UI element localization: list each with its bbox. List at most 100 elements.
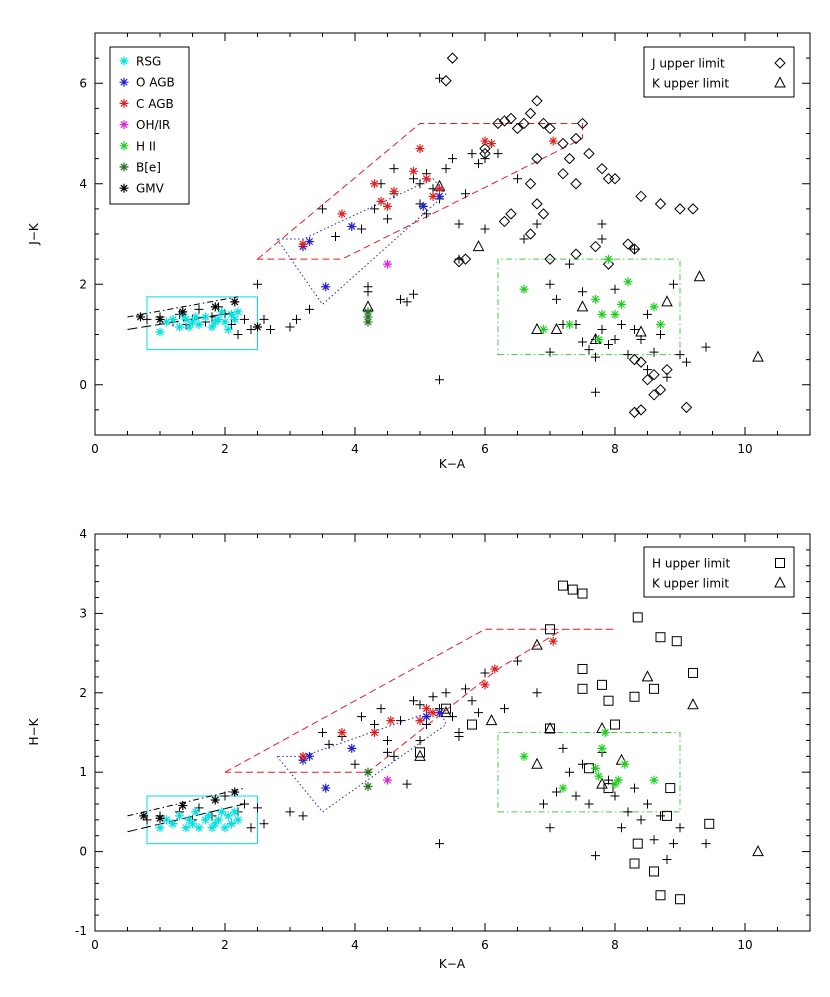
top-point-plus <box>467 149 477 159</box>
top-x-tick-label: 2 <box>221 442 229 456</box>
bottom-point-square <box>632 838 643 849</box>
top-point-triangle <box>550 322 563 334</box>
top-point-plus <box>474 159 483 169</box>
bottom-point-square <box>603 695 614 706</box>
bottom-point-square <box>567 584 578 595</box>
bottom-point-asterisk <box>210 795 220 805</box>
top-point-triangle <box>472 239 485 252</box>
top-point-asterisk <box>227 309 236 319</box>
legend-label: B[e] <box>136 161 161 175</box>
top-point-plus <box>604 340 613 350</box>
top-point-asterisk <box>656 319 665 329</box>
bottom-point-asterisk <box>210 819 220 829</box>
bottom-point-triangle <box>440 706 452 718</box>
bottom-point-asterisk <box>207 823 217 833</box>
bottom-region-hii-box <box>497 732 681 813</box>
top-point-plus <box>617 319 626 329</box>
bottom-data-marks <box>139 580 764 905</box>
bottom-point-plus <box>617 823 626 833</box>
bottom-point-triangle <box>531 638 543 650</box>
bottom-point-asterisk <box>217 807 227 817</box>
legend-marker-o-agb <box>119 77 129 87</box>
top-point-diamond <box>537 117 550 130</box>
top-point-asterisk <box>181 314 191 324</box>
top-point-plus <box>142 314 152 324</box>
bottom-point-square <box>688 667 698 678</box>
top-point-diamond <box>635 404 647 416</box>
top-point-diamond <box>654 198 667 210</box>
bottom-point-square <box>665 783 676 794</box>
bottom-point-asterisk <box>168 819 178 829</box>
top-point-diamond <box>537 208 550 220</box>
top-point-asterisk <box>162 317 171 327</box>
bottom-point-plus <box>318 728 327 737</box>
top-series-asterisk-6 <box>383 259 392 269</box>
bottom-point-triangle <box>485 714 498 726</box>
top-point-triangle <box>576 300 589 312</box>
bottom-point-plus <box>675 823 685 833</box>
top-point-asterisk <box>223 324 233 334</box>
top-point-diamond <box>479 142 491 155</box>
top-point-plus <box>233 330 243 339</box>
top-point-diamond <box>498 115 511 127</box>
bottom-point-asterisk <box>184 815 194 825</box>
top-point-asterisk <box>188 317 197 327</box>
bottom-point-asterisk <box>620 759 630 769</box>
bottom-point-plus <box>441 688 451 698</box>
top-point-diamond <box>602 258 615 270</box>
bottom-x-tick-label: 10 <box>737 938 752 952</box>
top-point-asterisk <box>548 136 558 146</box>
top-point-diamond <box>518 117 530 130</box>
top-point-triangle <box>635 325 647 337</box>
top-x-tick-label: 10 <box>737 442 752 456</box>
bottom-point-asterisk <box>649 775 659 785</box>
bottom-point-asterisk <box>415 716 425 726</box>
bottom-point-plus <box>610 791 620 801</box>
top-region-o-agb-region <box>276 178 447 306</box>
bottom-point-plus <box>636 815 646 825</box>
top-point-plus <box>441 164 451 174</box>
top-point-plus <box>682 357 691 367</box>
top-point-plus <box>357 224 366 234</box>
top-point-plus <box>409 174 418 184</box>
bottom-point-plus <box>402 779 412 789</box>
top-point-asterisk <box>337 209 347 219</box>
bottom-point-plus <box>662 855 672 865</box>
bottom-point-plus <box>461 684 470 694</box>
top-point-diamond <box>628 353 641 366</box>
top-point-diamond <box>459 253 472 265</box>
legend-label: O AGB <box>136 76 175 90</box>
top-point-diamond <box>674 203 686 215</box>
top-point-plus <box>649 347 659 357</box>
top-point-asterisk <box>194 319 204 329</box>
top-point-diamond <box>576 117 589 130</box>
top-point-plus <box>584 345 594 355</box>
top-point-diamond <box>570 132 582 145</box>
bottom-point-plus <box>552 787 561 797</box>
legend-label: RSG <box>136 55 161 69</box>
bottom-point-asterisk <box>548 636 558 646</box>
bottom-point-plus <box>656 811 665 821</box>
top-point-asterisk <box>220 317 230 327</box>
top-point-asterisk <box>435 191 444 201</box>
top-point-asterisk <box>597 309 607 319</box>
top-point-plus <box>545 279 555 289</box>
bottom-point-plus <box>389 751 399 761</box>
bottom-point-plus <box>532 688 542 698</box>
top-point-asterisk <box>370 179 379 189</box>
top-point-asterisk <box>363 312 373 322</box>
bottom-point-plus <box>253 803 262 813</box>
bottom-point-asterisk <box>370 728 379 737</box>
top-data-marks <box>136 52 764 419</box>
bottom-point-asterisk <box>600 728 610 737</box>
bottom-y-tick-label: 3 <box>79 606 87 620</box>
top-point-diamond <box>641 374 654 386</box>
bottom-x-tick-label: 2 <box>221 938 229 952</box>
top-series-asterisk-7 <box>519 254 665 345</box>
top-point-plus <box>383 214 392 224</box>
top-region-rsg-box <box>146 296 258 351</box>
bottom-x-tick-label: 4 <box>351 938 359 952</box>
bottom-point-asterisk <box>519 751 529 761</box>
